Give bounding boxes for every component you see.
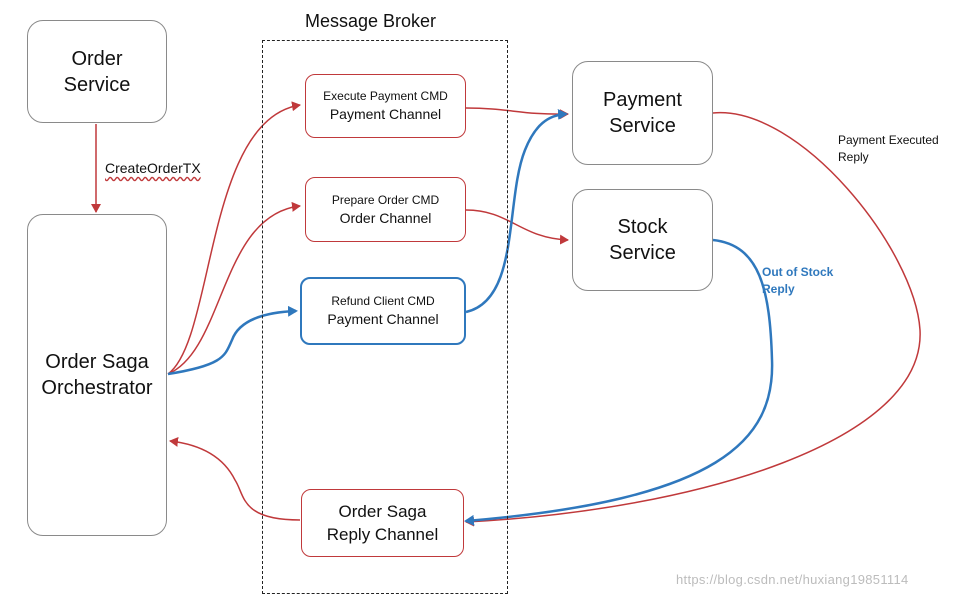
prepare-order-command: Prepare Order CMD xyxy=(331,192,440,207)
message-broker-title: Message Broker xyxy=(305,11,437,31)
payment-channel-to-service-arrow xyxy=(465,107,569,120)
out-of-stock-reply-label: Out of Stock Reply xyxy=(762,264,833,298)
order-saga-orchestrator-box: Order Saga Orchestrator xyxy=(27,214,167,536)
prepare-order-channel-box: Prepare Order CMD Order Channel xyxy=(305,177,466,242)
payment-service-line1: Payment xyxy=(603,89,682,111)
refund-client-channel-name: Payment Channel xyxy=(327,311,439,327)
out-of-stock-line1: Out of Stock xyxy=(762,265,834,279)
reply-channel-line1: Order Saga xyxy=(338,502,427,521)
payment-service-line2: Service xyxy=(609,115,676,137)
payment-executed-line1: Payment Executed xyxy=(838,133,939,147)
order-saga-reply-channel-box: Order Saga Reply Channel xyxy=(301,489,464,557)
order-service-line2: Service xyxy=(63,73,131,96)
stock-service-line2: Service xyxy=(609,242,676,264)
create-order-tx-label: CreateOrderTX xyxy=(105,160,201,176)
message-broker-frame xyxy=(262,40,508,594)
order-service-line1: Order xyxy=(71,47,123,70)
orchestrator-line2: Orchestrator xyxy=(41,377,153,399)
execute-payment-channel-name: Payment Channel xyxy=(329,106,442,122)
stock-service-line1: Stock xyxy=(617,216,668,238)
payment-executed-reply-label: Payment Executed Reply xyxy=(838,132,939,166)
execute-payment-command: Execute Payment CMD xyxy=(323,89,448,103)
stock-service-box: Stock Service xyxy=(572,189,713,291)
payment-service-box: Payment Service xyxy=(572,61,713,165)
out-of-stock-reply-arrow xyxy=(464,238,774,526)
watermark: https://blog.csdn.net/huxiang19851114 xyxy=(676,572,909,587)
payment-executed-reply-arrow xyxy=(465,112,921,527)
orchestrator-line1: Order Saga xyxy=(45,351,149,373)
prepare-order-channel-name: Order Channel xyxy=(339,209,432,226)
prepare-order-arrow xyxy=(167,201,301,375)
refund-channel-to-payment-arrow xyxy=(465,108,568,314)
payment-executed-line2: Reply xyxy=(838,150,869,164)
order-service-box: Order Service xyxy=(27,20,167,123)
out-of-stock-line2: Reply xyxy=(762,282,795,296)
order-channel-to-stock-arrow xyxy=(465,209,569,245)
reply-channel-line2: Reply Channel xyxy=(326,525,439,544)
refund-client-arrow xyxy=(167,305,298,376)
execute-payment-channel-box: Execute Payment CMD Payment Channel xyxy=(305,74,466,138)
refund-client-command: Refund Client CMD xyxy=(331,294,435,308)
refund-client-channel-box: Refund Client CMD Payment Channel xyxy=(300,277,466,345)
execute-payment-arrow xyxy=(167,101,301,375)
